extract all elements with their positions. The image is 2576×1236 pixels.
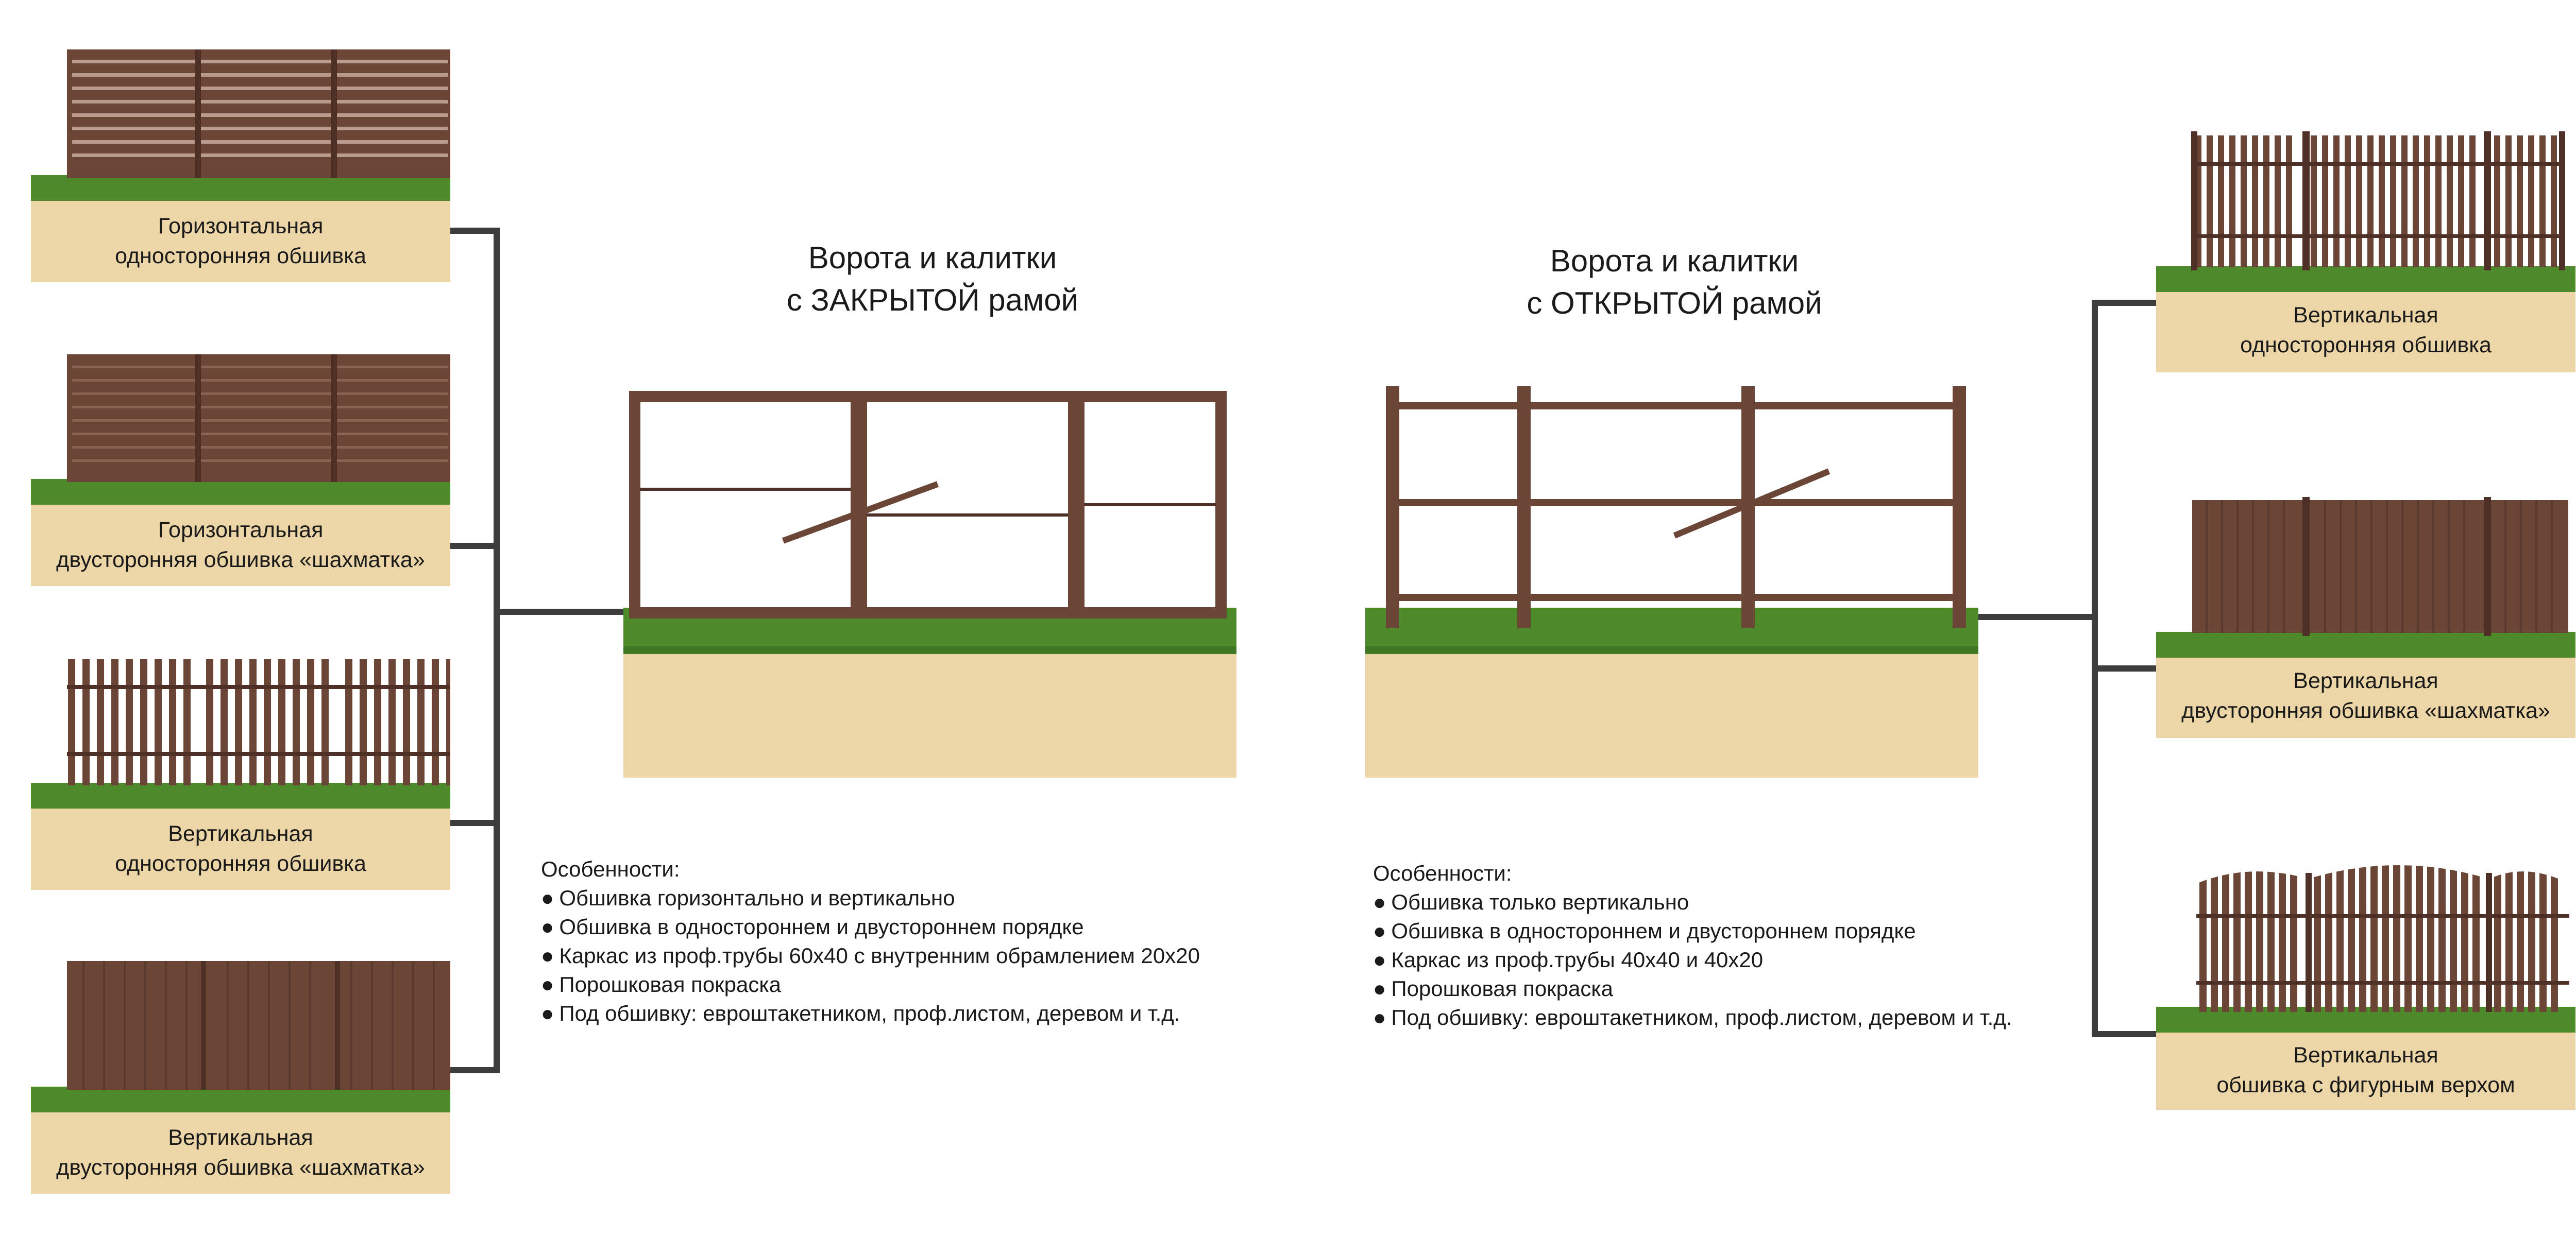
fence-horizontal-double-illustration xyxy=(31,354,450,586)
closed-option-label-4: Вертикальная двусторонняя обшивка «шахма… xyxy=(56,1125,425,1180)
fence-open-vertical-double-illustration xyxy=(2156,497,2575,738)
open-frame-gate-illustration xyxy=(1365,386,1978,778)
closed-option-card-3: Вертикальная односторонняя обшивка xyxy=(31,654,450,891)
left-connector-stem-3 xyxy=(443,820,500,826)
fence-vertical-single-illustration xyxy=(31,659,450,890)
fence-horizontal-single-illustration xyxy=(31,49,450,282)
left-connector-stem-1 xyxy=(443,228,500,234)
open-feature-item: Порошковая покраска xyxy=(1373,974,2012,1003)
left-connector-to-gate xyxy=(494,609,629,615)
open-frame-title: Ворота и калитки с ОТКРЫТОЙ рамой xyxy=(1527,244,1822,320)
closed-option-card-2: Горизонтальная двусторонняя обшивка «шах… xyxy=(31,350,450,587)
closed-frame-features: Особенности: Обшивка горизонтально и вер… xyxy=(541,855,1200,1028)
open-frame-features: Особенности: Обшивка только вертикально … xyxy=(1373,859,2012,1032)
left-connector-stem-4 xyxy=(443,1067,500,1073)
closed-frame-gate-illustration xyxy=(623,391,1236,778)
open-feature-item: Под обшивку: евроштакетником, проф.листо… xyxy=(1373,1003,2012,1032)
open-option-card-1: Вертикальная односторонняя обшивка xyxy=(2156,131,2575,373)
closed-option-card-4: Вертикальная двусторонняя обшивка «шахма… xyxy=(31,958,450,1195)
open-option-card-2: Вертикальная двусторонняя обшивка «шахма… xyxy=(2156,497,2575,739)
closed-feature-item: Каркас из проф.трубы 60х40 с внутренним … xyxy=(541,941,1200,970)
open-feature-item: Обшивка в одностороннем и двустороннем п… xyxy=(1373,917,2012,946)
closed-option-label-3: Вертикальная односторонняя обшивка xyxy=(115,821,366,876)
right-connector-stem-1 xyxy=(2092,300,2159,306)
left-connector-spine xyxy=(494,228,500,1073)
fence-vertical-double-illustration xyxy=(31,961,450,1194)
closed-frame-title: Ворота и калитки с ЗАКРЫТОЙ рамой xyxy=(786,241,1079,317)
open-option-card-3: Вертикальная обшивка с фигурным верхом xyxy=(2156,863,2575,1120)
closed-option-card-1: Горизонтальная односторонняя обшивка xyxy=(31,46,450,283)
open-option-label-3: Вертикальная обшивка с фигурным верхом xyxy=(2216,1043,2515,1097)
closed-feature-item: Под обшивку: евроштакетником, проф.листо… xyxy=(541,999,1200,1028)
right-connector-stem-2 xyxy=(2092,665,2159,672)
closed-feature-item: Обшивка горизонтально и вертикально xyxy=(541,884,1200,913)
open-frame-features-heading: Особенности: xyxy=(1373,861,1512,885)
fence-open-vertical-single-illustration xyxy=(2156,131,2575,372)
closed-frame-features-heading: Особенности: xyxy=(541,857,680,881)
left-connector-stem-2 xyxy=(443,543,500,549)
open-feature-item: Каркас из проф.трубы 40х40 и 40х20 xyxy=(1373,946,2012,974)
closed-option-label-2: Горизонтальная двусторонняя обшивка «шах… xyxy=(56,518,425,572)
open-option-label-2: Вертикальная двусторонняя обшивка «шахма… xyxy=(2181,668,2550,723)
open-feature-item: Обшивка только вертикально xyxy=(1373,888,2012,917)
right-connector-from-gate xyxy=(1978,614,2098,620)
open-option-label-1: Вертикальная односторонняя обшивка xyxy=(2240,303,2492,357)
fence-open-shaped-top-illustration xyxy=(2156,865,2575,1110)
right-connector-stem-3 xyxy=(2092,1031,2159,1037)
closed-feature-item: Обшивка в одностороннем и двустороннем п… xyxy=(541,913,1200,941)
closed-feature-item: Порошковая покраска xyxy=(541,970,1200,999)
closed-option-label-1: Горизонтальная односторонняя обшивка xyxy=(115,214,366,268)
